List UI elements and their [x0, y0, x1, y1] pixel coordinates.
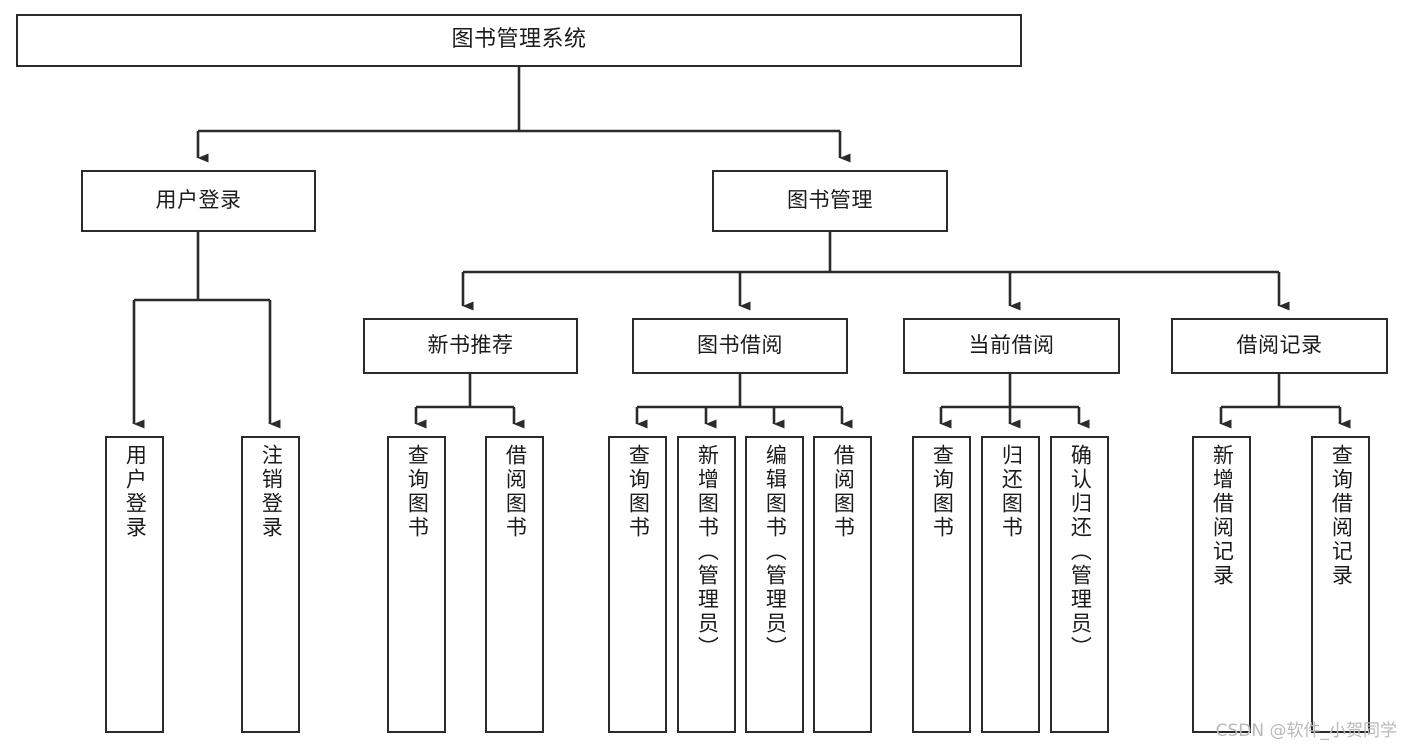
leaf-new-book-query[interactable]: 查询图书 [387, 436, 446, 733]
node-label: 新增图书（管理员） [695, 444, 720, 660]
node-label: 借阅图书 [503, 444, 528, 540]
leaf-user-login-signout[interactable]: 注销登录 [241, 436, 300, 733]
node-borrow-record[interactable]: 借阅记录 [1171, 318, 1388, 374]
leaf-borrow-record-add[interactable]: 新增借阅记录 [1192, 436, 1251, 733]
node-label: 归还图书 [999, 444, 1024, 540]
node-label: 用户登录 [155, 188, 242, 213]
leaf-current-borrow-confirm-admin[interactable]: 确认归还（管理员） [1050, 436, 1109, 733]
node-label: 当前借阅 [968, 333, 1055, 358]
node-label: 图书管理系统 [451, 27, 587, 53]
node-label: 查询图书 [930, 444, 955, 540]
leaf-user-login-signin[interactable]: 用户登录 [105, 436, 164, 733]
node-book-management[interactable]: 图书管理 [712, 170, 948, 232]
node-new-book-recommend[interactable]: 新书推荐 [363, 318, 578, 374]
leaf-book-borrow-add-admin[interactable]: 新增图书（管理员） [677, 436, 736, 733]
leaf-book-borrow-edit-admin[interactable]: 编辑图书（管理员） [745, 436, 804, 733]
node-label: 查询图书 [405, 444, 430, 540]
node-label: 确认归还（管理员） [1068, 444, 1093, 660]
node-label: 用户登录 [123, 444, 148, 540]
node-label: 借阅记录 [1236, 333, 1323, 358]
node-book-borrow[interactable]: 图书借阅 [632, 318, 848, 374]
leaf-book-borrow-borrow[interactable]: 借阅图书 [813, 436, 872, 733]
node-label: 编辑图书（管理员） [763, 444, 788, 660]
leaf-new-book-borrow[interactable]: 借阅图书 [485, 436, 544, 733]
leaf-book-borrow-query[interactable]: 查询图书 [608, 436, 667, 733]
node-label: 图书借阅 [697, 333, 783, 358]
node-user-login[interactable]: 用户登录 [81, 170, 316, 232]
leaf-current-borrow-return[interactable]: 归还图书 [981, 436, 1040, 733]
node-root-system[interactable]: 图书管理系统 [16, 14, 1022, 67]
leaf-borrow-record-query[interactable]: 查询借阅记录 [1311, 436, 1370, 733]
node-label: 查询借阅记录 [1329, 444, 1354, 588]
node-label: 新书推荐 [427, 333, 514, 358]
node-label: 图书管理 [787, 188, 873, 213]
leaf-current-borrow-query[interactable]: 查询图书 [912, 436, 971, 733]
node-current-borrow[interactable]: 当前借阅 [903, 318, 1120, 374]
node-label: 查询图书 [626, 444, 651, 540]
node-label: 新增借阅记录 [1210, 444, 1235, 588]
node-label: 借阅图书 [831, 444, 856, 540]
node-label: 注销登录 [259, 444, 284, 540]
